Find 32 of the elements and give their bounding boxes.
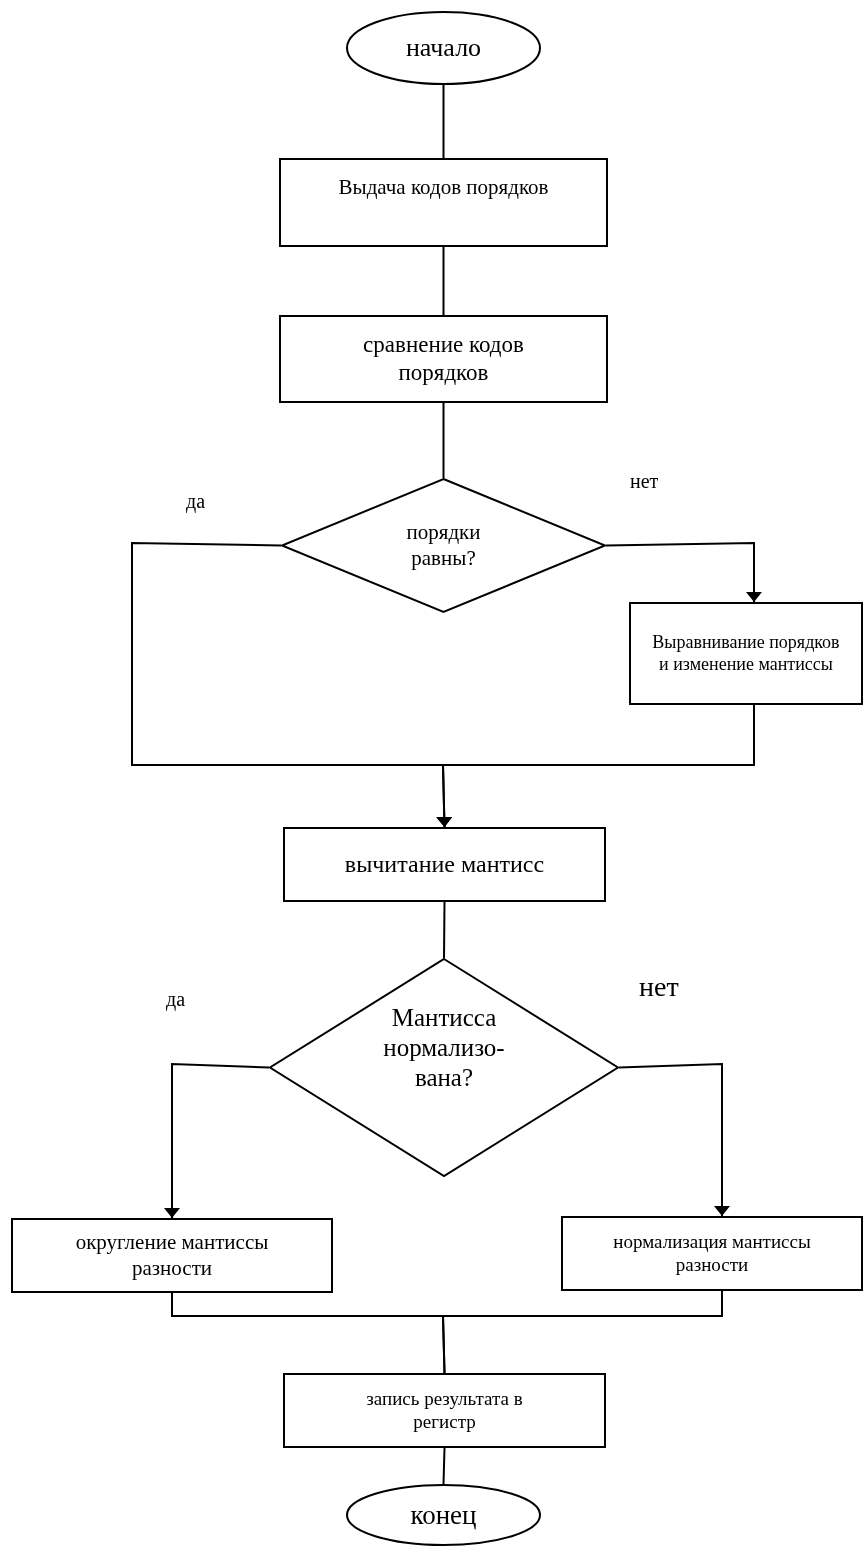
terminator-oval (346, 11, 541, 85)
terminator-oval (346, 1484, 541, 1546)
node-text: вычитание мантисс (344, 850, 545, 879)
arrow (436, 704, 755, 828)
connector-line (441, 1290, 723, 1374)
process-box (11, 1218, 333, 1293)
connector-line (443, 901, 446, 959)
process-box (283, 827, 606, 902)
connector-line (442, 1447, 446, 1485)
process-box (561, 1216, 863, 1291)
connector-line (442, 84, 445, 159)
node-text: сравнение кодов порядков (362, 331, 525, 387)
arrow (164, 1062, 270, 1219)
process-box (629, 602, 863, 705)
node-text: Выдача кодов порядков (338, 174, 549, 201)
node-text: округление мантиссы разности (74, 1230, 270, 1281)
node-text: нормализация мантиссы разности (612, 1230, 812, 1277)
connector-line (442, 402, 445, 479)
process-box (279, 158, 608, 247)
node-text: Мантисса нормализо-вана? (382, 1002, 506, 1093)
node-text: запись результата в регистр (365, 1387, 524, 1434)
node-text: порядки равны? (405, 520, 482, 571)
process-box (283, 1373, 606, 1448)
node-text: Выравнивание порядков и изменение мантиссы (651, 631, 841, 676)
decision-diamond (281, 478, 606, 613)
decision-diamond (269, 958, 619, 1177)
node-text: конец (410, 1498, 477, 1532)
process-box (279, 315, 608, 403)
node-text: начало (405, 32, 482, 64)
connector-line (442, 246, 445, 316)
arrow (618, 1062, 730, 1217)
arrow (605, 542, 762, 603)
